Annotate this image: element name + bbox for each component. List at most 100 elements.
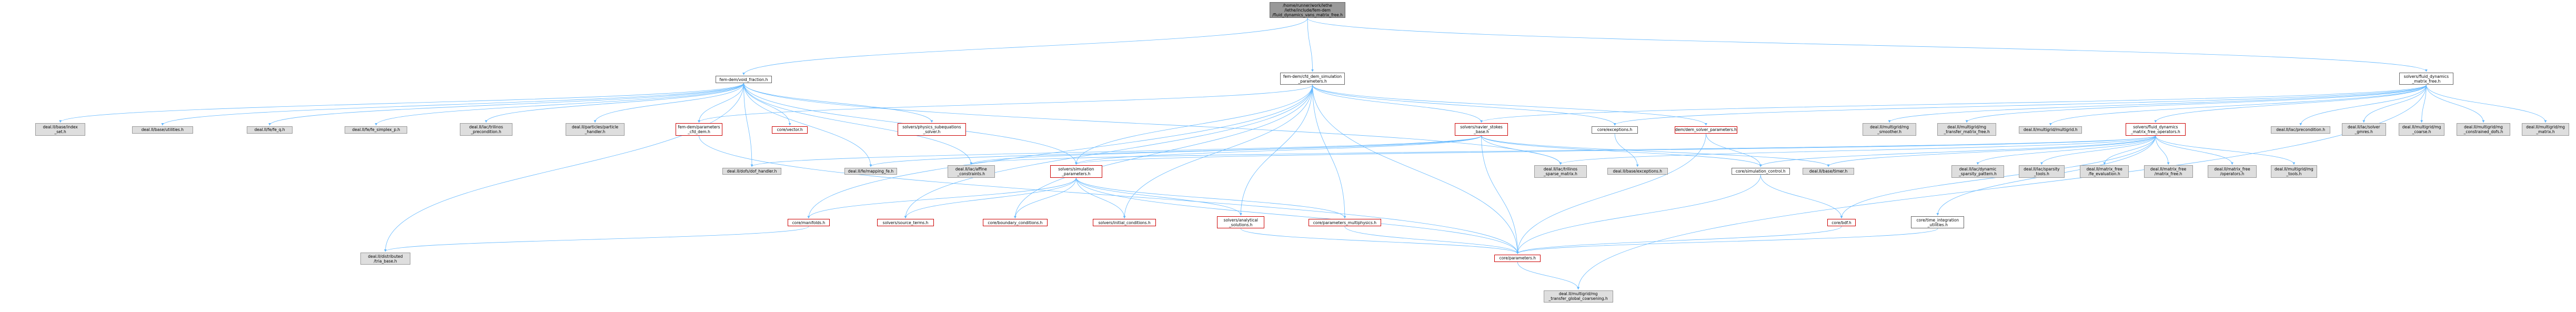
node-mg-smoother[interactable]: deal.II/multigrid/mg _smoother.h xyxy=(1863,123,1916,136)
node-sparsity-tools[interactable]: deal.II/lac/sparsity _tools.h xyxy=(2019,165,2065,178)
node-physics-subequations-solver[interactable]: solvers/physics_subequations _solver.h xyxy=(898,123,966,136)
node-distributed-tria-base[interactable]: deal.II/distributed /tria_base.h xyxy=(360,252,410,265)
edge-void_fraction-to-base_utilities xyxy=(161,83,744,126)
edge-cfd_dem_sim-to-dem_solver_params xyxy=(1312,85,1707,126)
edge-sim_params-to-core_manifolds xyxy=(807,177,1076,219)
node-boundary-conditions[interactable]: core/boundary_conditions.h xyxy=(983,219,1048,227)
node-root-header[interactable]: /home/runner/work/lethe /lethe/include/f… xyxy=(1269,2,1346,18)
node-simulation-control[interactable]: core/simulation_control.h xyxy=(1731,167,1790,175)
node-void-fraction[interactable]: fem-dem/void_fraction.h xyxy=(716,76,772,83)
node-core-parameters[interactable]: core/parameters.h xyxy=(1494,255,1541,262)
edge-cfd_dem_sim-to-core_manifolds xyxy=(807,85,1313,219)
node-mg-matrix[interactable]: deal.II/multigrid/mg _matrix.h xyxy=(2522,123,2569,136)
node-simulation-parameters[interactable]: solvers/simulation _parameters.h xyxy=(1050,165,1102,178)
node-mg-coarse[interactable]: deal.II/multigrid/mg _coarse.h xyxy=(2398,123,2445,136)
edge-void_fraction-to-physics_subeq xyxy=(743,83,933,123)
edge-fdmf-to-navier_stokes xyxy=(1480,85,2427,123)
edge-void_fraction-to-mapping_fe xyxy=(743,83,872,167)
edge-navier_stokes-to-dof_handler xyxy=(750,135,1482,167)
node-fe-simplex-p[interactable]: deal.II/fe/fe_simplex_p.h xyxy=(345,126,408,134)
edge-void_fraction-to-affine_constraints xyxy=(743,83,973,165)
edge-params_multiphysics-to-core_parameters xyxy=(1344,226,1519,254)
node-affine-constraints[interactable]: deal.II/lac/affine _constraints.h xyxy=(947,165,995,178)
edge-analytical_solutions-to-core_parameters xyxy=(1240,228,1519,254)
node-trilinos-precondition[interactable]: deal.II/lac/trilinos _precondition.h xyxy=(459,123,512,136)
edge-sim_params-to-boundary_conditions xyxy=(1014,177,1076,219)
edge-void_fraction-to-femdem_params xyxy=(698,83,744,123)
node-matrix-free-operators[interactable]: deal.II/matrix_free /operators.h xyxy=(2207,165,2257,178)
node-matrix-free[interactable]: deal.II/matrix_free /matrix_free.h xyxy=(2144,165,2193,178)
node-analytical-solutions[interactable]: solvers/analytical _solutions.h xyxy=(1217,216,1265,229)
edge-fdmf-to-mg_constrained xyxy=(2426,85,2485,123)
node-parameters-multiphysics[interactable]: core/parameters_multiphysics.h xyxy=(1309,219,1381,227)
node-base-utilities[interactable]: deal.II/base/utilities.h xyxy=(132,126,193,134)
edge-fdmf_ops-to-affine_constraints xyxy=(970,135,2156,165)
node-mg-transfer-global-coarsening[interactable]: deal.II/multigrid/mg _transfer_global_co… xyxy=(1543,290,1613,303)
edge-cfd_dem_sim-to-navier_stokes xyxy=(1312,85,1483,123)
node-fem-dem-parameters[interactable]: fem-dem/parameters _cfd_dem.h xyxy=(676,123,723,136)
node-initial-conditions[interactable]: solvers/initial_conditions.h xyxy=(1093,219,1156,227)
edge-fdmf-to-multigrid xyxy=(2049,85,2427,126)
edge-fdmf_ops-to-base_timer xyxy=(1827,135,2156,167)
node-core-exceptions[interactable]: core/exceptions.h xyxy=(1592,126,1638,134)
edge-fdmf_ops-to-sparsity_tools xyxy=(2040,135,2156,165)
node-dof-handler[interactable]: deal.II/dofs/dof_handler.h xyxy=(722,167,781,175)
node-base-index-set[interactable]: deal.II/base/index _set.h xyxy=(35,123,85,136)
node-solver-gmres[interactable]: deal.II/lac/solver _gmres.h xyxy=(2341,123,2386,136)
edge-void_fraction-to-distributed_tria xyxy=(384,83,744,252)
edge-core_parameters-to-mg_transfer_gc xyxy=(1517,261,1580,290)
edge-time_integration-to-core_parameters xyxy=(1516,228,1938,254)
node-dynamic-sparsity-pattern[interactable]: deal.II/lac/dynamic _sparsity_pattern.h xyxy=(1951,165,2004,178)
node-fe-evaluation[interactable]: deal.II/matrix_free /fe_evaluation.h xyxy=(2080,165,2129,178)
node-mg-constrained-dofs[interactable]: deal.II/multigrid/mg _constrained_dofs.h xyxy=(2457,123,2510,136)
node-lac-precondition[interactable]: deal.II/lac/precondition.h xyxy=(2271,126,2331,134)
node-mg-tools[interactable]: deal.II/multigrid/mg _tools.h xyxy=(2271,165,2317,178)
node-fluid-dynamics-matrix-free-operators[interactable]: solvers/fluid_dynamics _matrix_free_oper… xyxy=(2125,123,2186,136)
node-base-timer[interactable]: deal.II/base/timer.h xyxy=(1802,167,1855,175)
edge-fdmf-to-mg_matrix xyxy=(2426,85,2547,123)
node-source-terms[interactable]: solvers/source_terms.h xyxy=(877,219,934,227)
node-base-exceptions[interactable]: deal.II/base/exceptions.h xyxy=(1607,167,1668,175)
edge-sim_control-to-core_parameters xyxy=(1516,175,1761,254)
node-core-bdf[interactable]: core/bdf.h xyxy=(1827,219,1856,227)
node-trilinos-sparse-matrix[interactable]: deal.II/lac/trilinos _sparse_matrix.h xyxy=(1534,165,1587,178)
edge-sim_params-to-analytical_solutions xyxy=(1076,177,1242,216)
edge-fdmf_ops-to-dyn_sparsity xyxy=(1976,135,2156,165)
edge-cfd_dem_sim-to-femdem_params xyxy=(698,85,1313,123)
node-mg-transfer-matrix-free[interactable]: deal.II/multigrid/mg _transfer_matrix_fr… xyxy=(1937,123,1997,136)
edge-void_fraction-to-trilinos_precond xyxy=(485,83,744,123)
edge-fdmf-to-mg_transfer_mf xyxy=(1965,85,2427,123)
edge-sim_control-to-core_bdf xyxy=(1760,175,1843,219)
edge-cfd_dem_sim-to-core_parameters xyxy=(1312,85,1519,254)
edge-fdmf-to-solver_gmres xyxy=(2362,85,2427,123)
edge-cfd_dem_sim-to-sim_params xyxy=(1075,85,1313,165)
node-fe-q[interactable]: deal.II/fe/fe_q.h xyxy=(247,126,293,134)
edge-dem_solver_params-to-sim_control xyxy=(1706,133,1762,167)
edge-fdmf-to-mg_transfer_gc xyxy=(1577,85,2427,290)
node-core-vector[interactable]: core/vector.h xyxy=(772,126,808,134)
node-dem-solver-parameters[interactable]: dem/dem_solver_parameters.h xyxy=(1675,126,1737,134)
node-navier-stokes-base[interactable]: solvers/navier_stokes _base.h xyxy=(1454,123,1508,136)
node-mapping-fe[interactable]: deal.II/fe/mapping_fe.h xyxy=(844,167,897,175)
node-fluid-dynamics-matrix-free[interactable]: solvers/fluid_dynamics _matrix_free.h xyxy=(2399,72,2453,85)
node-cfd-dem-simulation-parameters[interactable]: fem-dem/cfd_dem_simulation _parameters.h xyxy=(1280,72,1345,85)
edge-void_fraction-to-fe_simplex xyxy=(375,83,744,126)
edge-sim_params-to-core_parameters xyxy=(1076,177,1519,254)
edge-fdmf-to-mg_coarse xyxy=(2420,85,2427,123)
edge-navier_stokes-to-sim_params xyxy=(1075,135,1482,165)
node-core-manifolds[interactable]: core/manifolds.h xyxy=(788,219,830,227)
node-particle-handler[interactable]: deal.II/particles/particle _handler.h xyxy=(565,123,625,136)
edge-cfd_dem_sim-to-boundary_conditions xyxy=(1014,85,1313,219)
node-multigrid[interactable]: deal.II/multigrid/multigrid.h xyxy=(2019,126,2082,134)
edge-fdmf-to-mg_smoother xyxy=(1888,85,2427,123)
node-time-integration-utilities[interactable]: core/time_integration _utilities.h xyxy=(1911,216,1965,229)
edge-root-to-fdmf xyxy=(1307,18,2428,72)
edge-dem_solver_params-to-core_parameters xyxy=(1516,133,1706,254)
edge-femdem_params-to-core_parameters xyxy=(699,135,1519,254)
edge-navier_stokes-to-core_parameters xyxy=(1481,135,1519,254)
edge-void_fraction-to-base_index_set xyxy=(59,83,744,123)
edge-void_fraction-to-dof_handler xyxy=(743,83,753,167)
edge-navier_stokes-to-sim_control xyxy=(1481,135,1762,167)
edge-fdmf_ops-to-mf_matrix_free xyxy=(2155,135,2170,165)
